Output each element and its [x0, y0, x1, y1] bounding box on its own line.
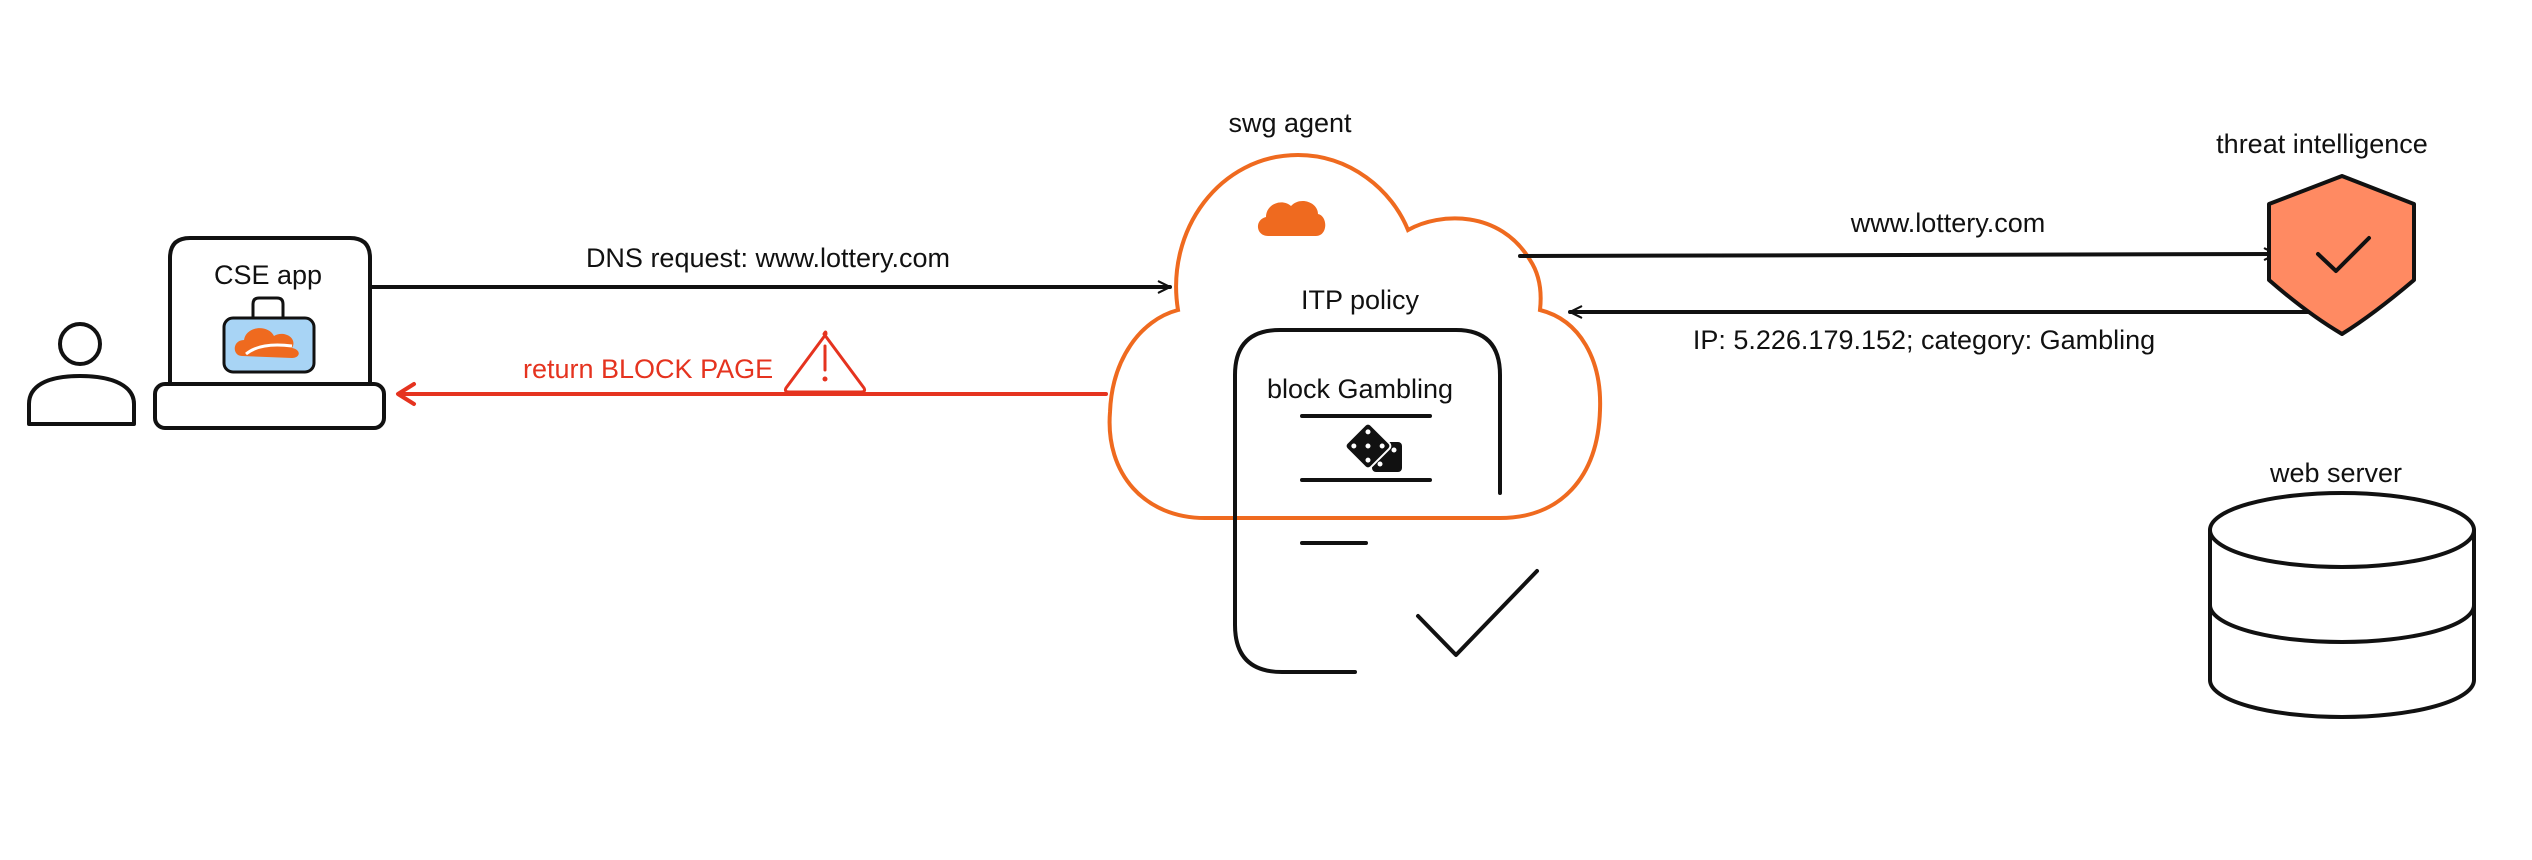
laptop-icon: [153, 236, 386, 430]
cloud-icon: [1257, 200, 1326, 236]
itp-policy-label: ITP policy: [1301, 285, 1420, 315]
block-gambling-label: block Gambling: [1267, 374, 1453, 404]
database-icon: [2208, 491, 2476, 719]
dice-icon: [1344, 422, 1402, 472]
swg-cloud-shape: [1107, 152, 1603, 520]
cloud-app-icon: [222, 296, 316, 374]
threat-intel-label: threat intelligence: [2216, 129, 2428, 159]
user-icon: [27, 322, 136, 426]
web-server-label: web server: [2269, 458, 2402, 488]
dns-request-label: DNS request: www.lottery.com: [586, 243, 950, 273]
cse-app-label: CSE app: [214, 260, 322, 290]
checkmark-icon: [1416, 569, 1539, 657]
lookup-arrow: [1518, 247, 2278, 261]
shield-icon: [2267, 174, 2416, 336]
return-block-arrow: [396, 382, 1108, 406]
intel-response-label: IP: 5.226.179.152; category: Gambling: [1693, 325, 2155, 355]
return-block-label: return BLOCK PAGE: [523, 354, 773, 384]
policy-document: [1233, 328, 1502, 674]
lookup-domain-label: www.lottery.com: [1850, 208, 2046, 238]
warning-icon: [783, 330, 867, 394]
swg-agent-label: swg agent: [1228, 108, 1352, 138]
